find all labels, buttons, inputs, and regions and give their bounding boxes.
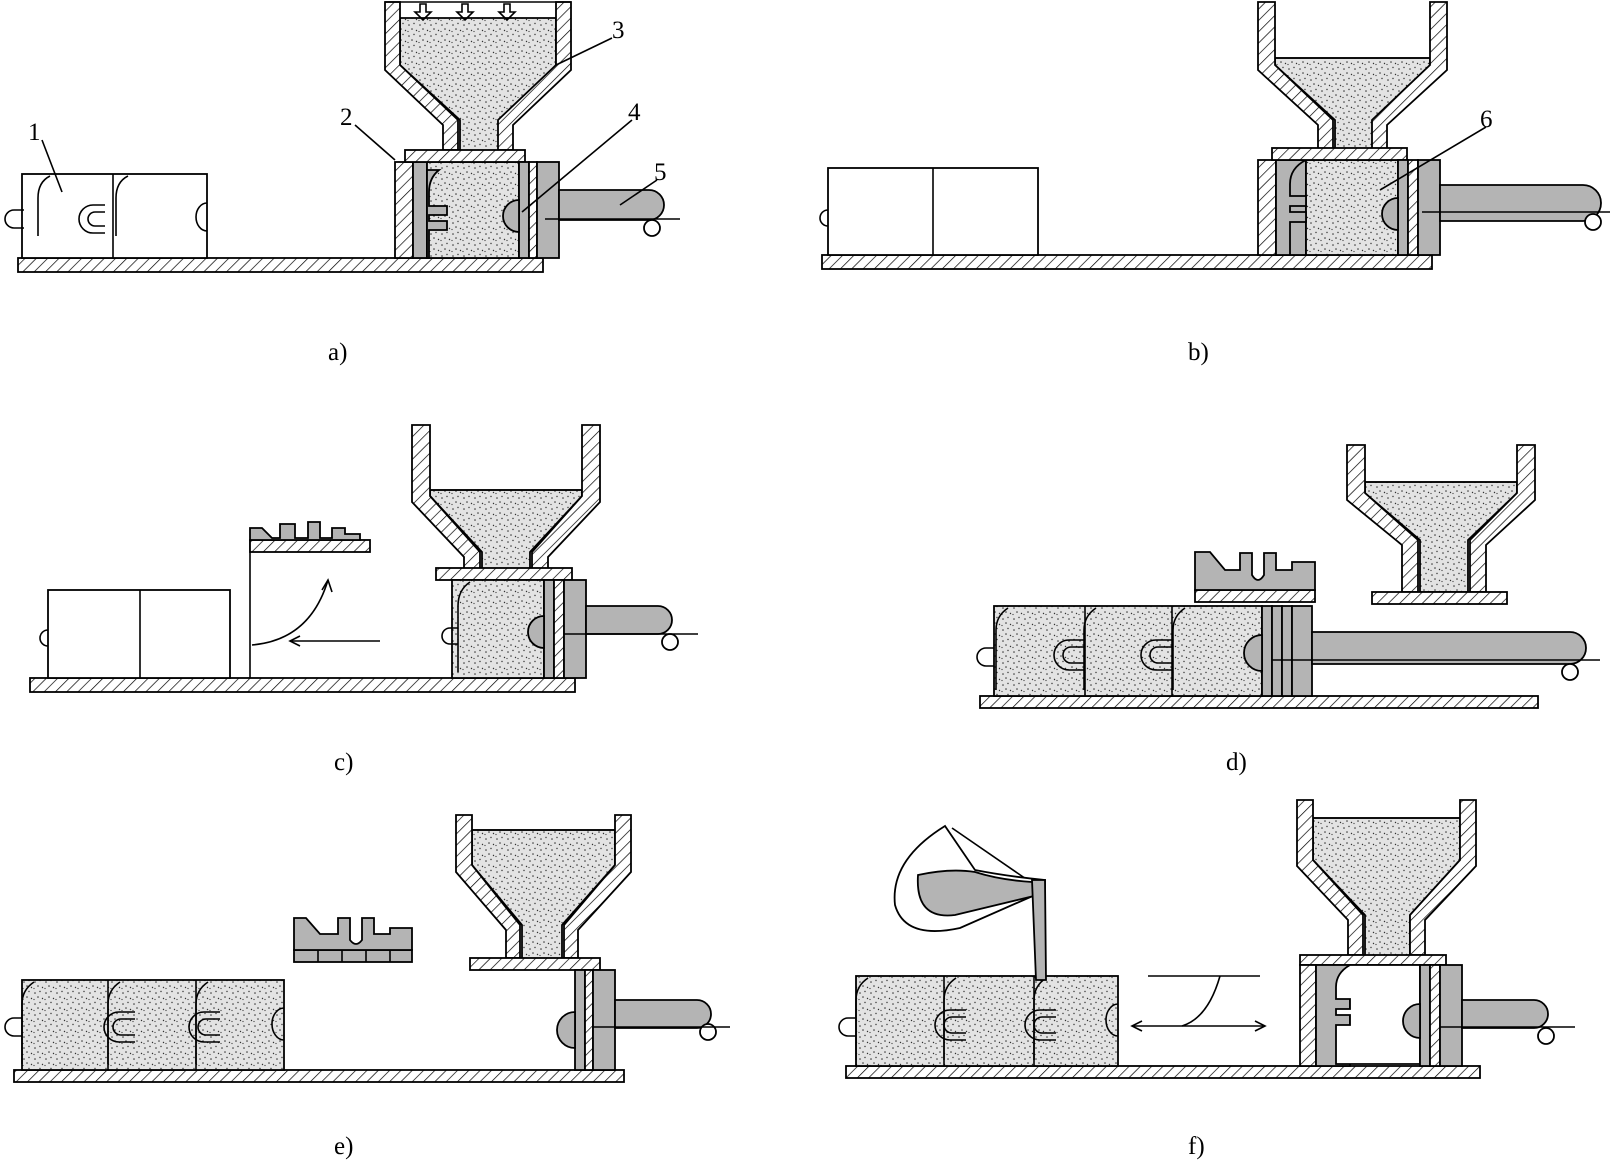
caption-d: d): [1226, 749, 1247, 776]
core-box: [1243, 605, 1313, 697]
base-plate: [17, 257, 544, 273]
panel-c: c): [29, 424, 698, 776]
pressure-arrows-icon: [413, 3, 517, 22]
cylinder: [564, 605, 698, 651]
hopper: [411, 424, 601, 576]
core-box: [1257, 147, 1441, 256]
base-plate: [13, 1069, 625, 1083]
core-box: [394, 149, 560, 259]
hopper: [384, 1, 572, 156]
part-number-1: 1: [28, 119, 41, 146]
hopper: [1346, 444, 1536, 605]
panel-a: 1 2 3 4 5 a): [4, 1, 680, 366]
stripped-core: [249, 521, 380, 678]
panel-b: 6 b): [819, 1, 1610, 366]
mould-row: [819, 167, 1039, 256]
part-number-3: 3: [612, 17, 625, 44]
base-plate: [979, 695, 1539, 709]
cylinder: [1422, 184, 1610, 231]
mould-row: [4, 173, 208, 259]
movement-arrow: [1130, 975, 1267, 1032]
mould-row: [4, 979, 285, 1071]
caption-a: a): [328, 339, 347, 366]
stripped-core: [1194, 551, 1316, 603]
part-number-4: 4: [628, 99, 641, 126]
mould-row: [976, 605, 1263, 697]
part-number-6: 6: [1480, 106, 1493, 133]
mould-row: [39, 589, 231, 679]
mould-row: [838, 975, 1119, 1067]
hopper: [455, 814, 632, 971]
core-box: [1299, 954, 1463, 1067]
core-box: [556, 969, 616, 1071]
part-number-2: 2: [340, 104, 353, 131]
caption-f: f): [1188, 1133, 1205, 1160]
cylinder: [545, 189, 680, 237]
base-plate: [821, 254, 1433, 270]
hopper: [1257, 1, 1448, 156]
hopper: [1296, 799, 1477, 961]
cylinder: [1440, 999, 1575, 1045]
panel-f: f): [838, 799, 1575, 1160]
cylinder: [1272, 631, 1600, 681]
core-box: [435, 567, 587, 679]
stripped-core: [293, 917, 413, 963]
cylinder: [593, 999, 730, 1041]
ladle-icon: [893, 824, 1047, 981]
panel-e: e): [4, 814, 730, 1160]
caption-c: c): [334, 749, 353, 776]
leader-lines: [41, 37, 658, 213]
base-plate: [845, 1065, 1481, 1079]
base-plate: [29, 677, 576, 693]
panel-d: d): [976, 444, 1600, 776]
part-number-5: 5: [654, 159, 667, 186]
caption-b: b): [1188, 339, 1209, 366]
leader-line: [1379, 126, 1487, 191]
caption-e: e): [334, 1133, 353, 1160]
